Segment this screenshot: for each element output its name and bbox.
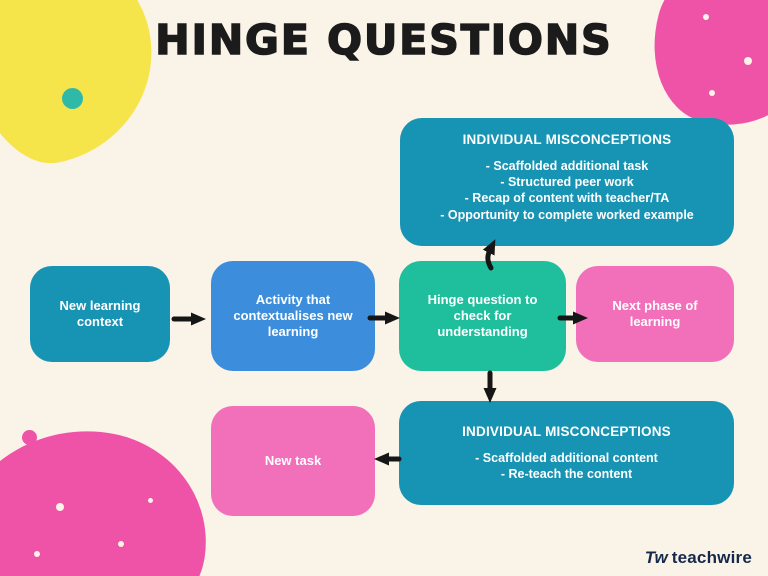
list-item: - Scaffolded additional content xyxy=(475,450,658,465)
page-title: HINGE QUESTIONS xyxy=(154,15,613,65)
list-item: - Opportunity to complete worked example xyxy=(440,207,694,222)
box-label: New learning context xyxy=(59,297,141,329)
list-item: - Scaffolded additional task xyxy=(485,158,649,173)
new-learning-context-box: New learning context xyxy=(30,266,170,362)
hinge-question-box: Hinge question to check for understandin… xyxy=(399,261,566,371)
activity-box: Activity that contextualises new learnin… xyxy=(211,261,375,371)
pink-dot-decoration xyxy=(22,430,37,445)
top-misconceptions-list: - Scaffolded additional task - Structure… xyxy=(431,158,703,223)
box-label: Next phase of learning xyxy=(612,297,698,329)
new-task-box: New task xyxy=(211,406,375,516)
sparkle-dot xyxy=(709,90,715,96)
teachwire-logo-text: teachwire xyxy=(671,548,752,567)
sparkle-dot xyxy=(703,14,709,20)
list-item: - Re-teach the content xyxy=(500,466,633,481)
box-label: Hinge question to check for understandin… xyxy=(427,291,538,340)
top-misconceptions-heading: INDIVIDUAL MISCONCEPTIONS xyxy=(462,132,672,147)
box-label: New task xyxy=(264,452,322,468)
bottom-misconceptions-box: INDIVIDUAL MISCONCEPTIONS - Scaffolded a… xyxy=(399,401,734,505)
list-item: - Recap of content with teacher/TA xyxy=(464,191,670,206)
sparkle-dot xyxy=(34,551,40,557)
next-phase-box: Next phase of learning xyxy=(576,266,734,362)
sparkle-dot xyxy=(148,498,153,503)
teachwire-logo-mark: Tw xyxy=(644,548,668,567)
bottom-misconceptions-list: - Scaffolded additional content - Re-tea… xyxy=(452,450,682,483)
bottom-misconceptions-heading: INDIVIDUAL MISCONCEPTIONS xyxy=(462,423,671,439)
list-item: - Structured peer work xyxy=(500,175,634,190)
top-misconceptions-box: INDIVIDUAL MISCONCEPTIONS - Scaffolded a… xyxy=(400,118,734,246)
sparkle-dot xyxy=(744,57,752,65)
sparkle-dot xyxy=(56,503,64,511)
teachwire-logo: Tw teachwire xyxy=(645,548,752,568)
sparkle-dot xyxy=(118,541,124,547)
teal-dot-decoration xyxy=(62,88,83,109)
box-label: Activity that contextualises new learnin… xyxy=(233,291,353,340)
